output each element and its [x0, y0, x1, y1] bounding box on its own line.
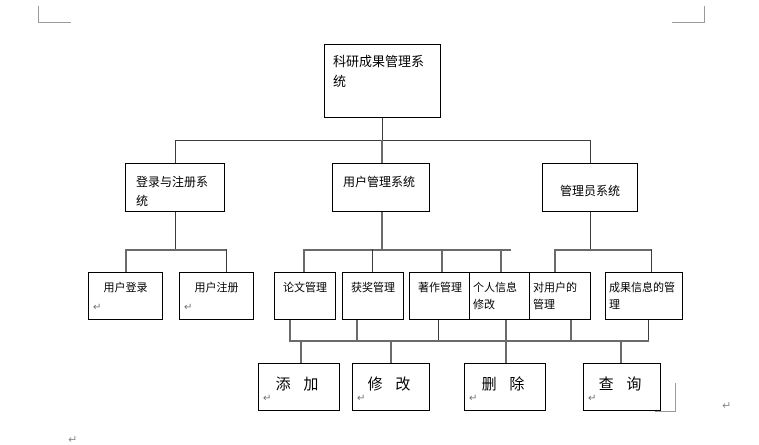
node-admin-system[interactable]: 管理员系统	[542, 163, 638, 212]
node-personal-info-edit-label: 个人信息修改	[473, 281, 517, 312]
connector-drop-add	[300, 340, 302, 363]
connector-bus-operations	[289, 340, 649, 342]
node-modify-operation[interactable]: 修 改 ↵	[352, 363, 430, 411]
connector-bus-admin	[554, 249, 652, 251]
connector-drop-personal-info	[500, 249, 502, 272]
connector-stem-award-down	[356, 320, 358, 341]
node-modify-operation-label: 修 改	[367, 375, 415, 393]
paragraph-mark: ↵	[263, 393, 272, 404]
paragraph-mark-document-bottom-left: ↵	[68, 433, 78, 445]
connector-drop-book	[441, 249, 443, 272]
connector-drop-achievement-info	[651, 249, 652, 272]
node-achievement-info-management[interactable]: 成果信息的管理	[605, 272, 683, 320]
connector-drop-user-register	[226, 249, 227, 272]
node-paper-management-label: 论文管理	[283, 281, 327, 294]
paragraph-mark: ↵	[184, 302, 193, 313]
connector-drop-user-administration	[554, 249, 556, 272]
node-user-administration[interactable]: 对用户的管理	[529, 272, 591, 320]
paragraph-mark: ↵	[93, 302, 102, 313]
node-query-operation-label: 查 询	[598, 375, 646, 393]
node-award-management[interactable]: 获奖管理	[342, 272, 404, 320]
connector-drop-user-login	[125, 249, 127, 272]
node-book-management[interactable]: 著作管理	[409, 272, 471, 320]
node-root-label: 科研成果管理系统	[333, 55, 425, 91]
node-add-operation-label: 添 加	[275, 375, 323, 393]
page-margin-mark-bottom-right	[655, 383, 676, 412]
node-achievement-info-management-label: 成果信息的管理	[609, 281, 675, 312]
node-user-login-label: 用户登录	[103, 281, 148, 294]
connector-stem-admin	[590, 212, 591, 250]
connector-drop-award	[372, 249, 373, 272]
paragraph-mark: ↵	[588, 393, 597, 404]
connector-stem-user-administration-down	[570, 320, 572, 341]
node-delete-operation[interactable]: 删 除 ↵	[464, 363, 546, 411]
connector-drop-admin	[590, 140, 591, 163]
connector-stem-personal-info-down	[505, 320, 507, 341]
connector-stem-paper-down	[289, 320, 291, 341]
connector-drop-modify	[390, 340, 392, 363]
node-book-management-label: 著作管理	[418, 281, 462, 294]
node-root[interactable]: 科研成果管理系统	[324, 44, 441, 118]
node-admin-system-label: 管理员系统	[559, 184, 620, 198]
connector-root-stem	[382, 118, 383, 140]
node-user-register[interactable]: 用户注册 ↵	[179, 272, 254, 320]
connector-drop-paper	[303, 249, 305, 272]
connector-drop-query	[620, 340, 622, 363]
connector-drop-login-register	[175, 140, 176, 163]
paragraph-mark: ↵	[469, 393, 478, 404]
connector-drop-delete	[505, 340, 507, 363]
paragraph-mark: ↵	[357, 393, 366, 404]
connector-stem-user-management	[381, 212, 383, 250]
connector-stem-login-register	[175, 212, 176, 250]
node-paper-management[interactable]: 论文管理	[274, 272, 336, 320]
node-user-administration-label: 对用户的管理	[533, 281, 577, 312]
connector-drop-user-management	[381, 140, 383, 163]
node-user-register-label: 用户注册	[194, 281, 239, 294]
node-add-operation[interactable]: 添 加 ↵	[258, 363, 340, 411]
connector-stem-achievement-down	[648, 320, 649, 341]
connector-bus-login-register	[125, 249, 226, 251]
node-user-management-system-label: 用户管理系统	[343, 175, 416, 189]
node-delete-operation-label: 删 除	[481, 375, 529, 393]
page-margin-mark-top-right	[672, 6, 705, 23]
node-award-management-label: 获奖管理	[351, 281, 395, 294]
connector-level2-bus	[175, 140, 591, 141]
node-personal-info-edit[interactable]: 个人信息修改	[469, 272, 531, 320]
node-user-login[interactable]: 用户登录 ↵	[88, 272, 163, 320]
page-margin-mark-top-left	[38, 6, 71, 23]
node-user-management-system[interactable]: 用户管理系统	[332, 163, 430, 212]
paragraph-mark-document-bottom-right: ↵	[722, 399, 732, 412]
connector-stem-book-down	[438, 320, 439, 341]
connector-bus-user-management	[303, 249, 511, 251]
node-login-register-system[interactable]: 登录与注册系统	[125, 163, 225, 212]
node-login-register-system-label: 登录与注册系统	[136, 175, 209, 208]
node-query-operation[interactable]: 查 询 ↵	[583, 363, 661, 411]
